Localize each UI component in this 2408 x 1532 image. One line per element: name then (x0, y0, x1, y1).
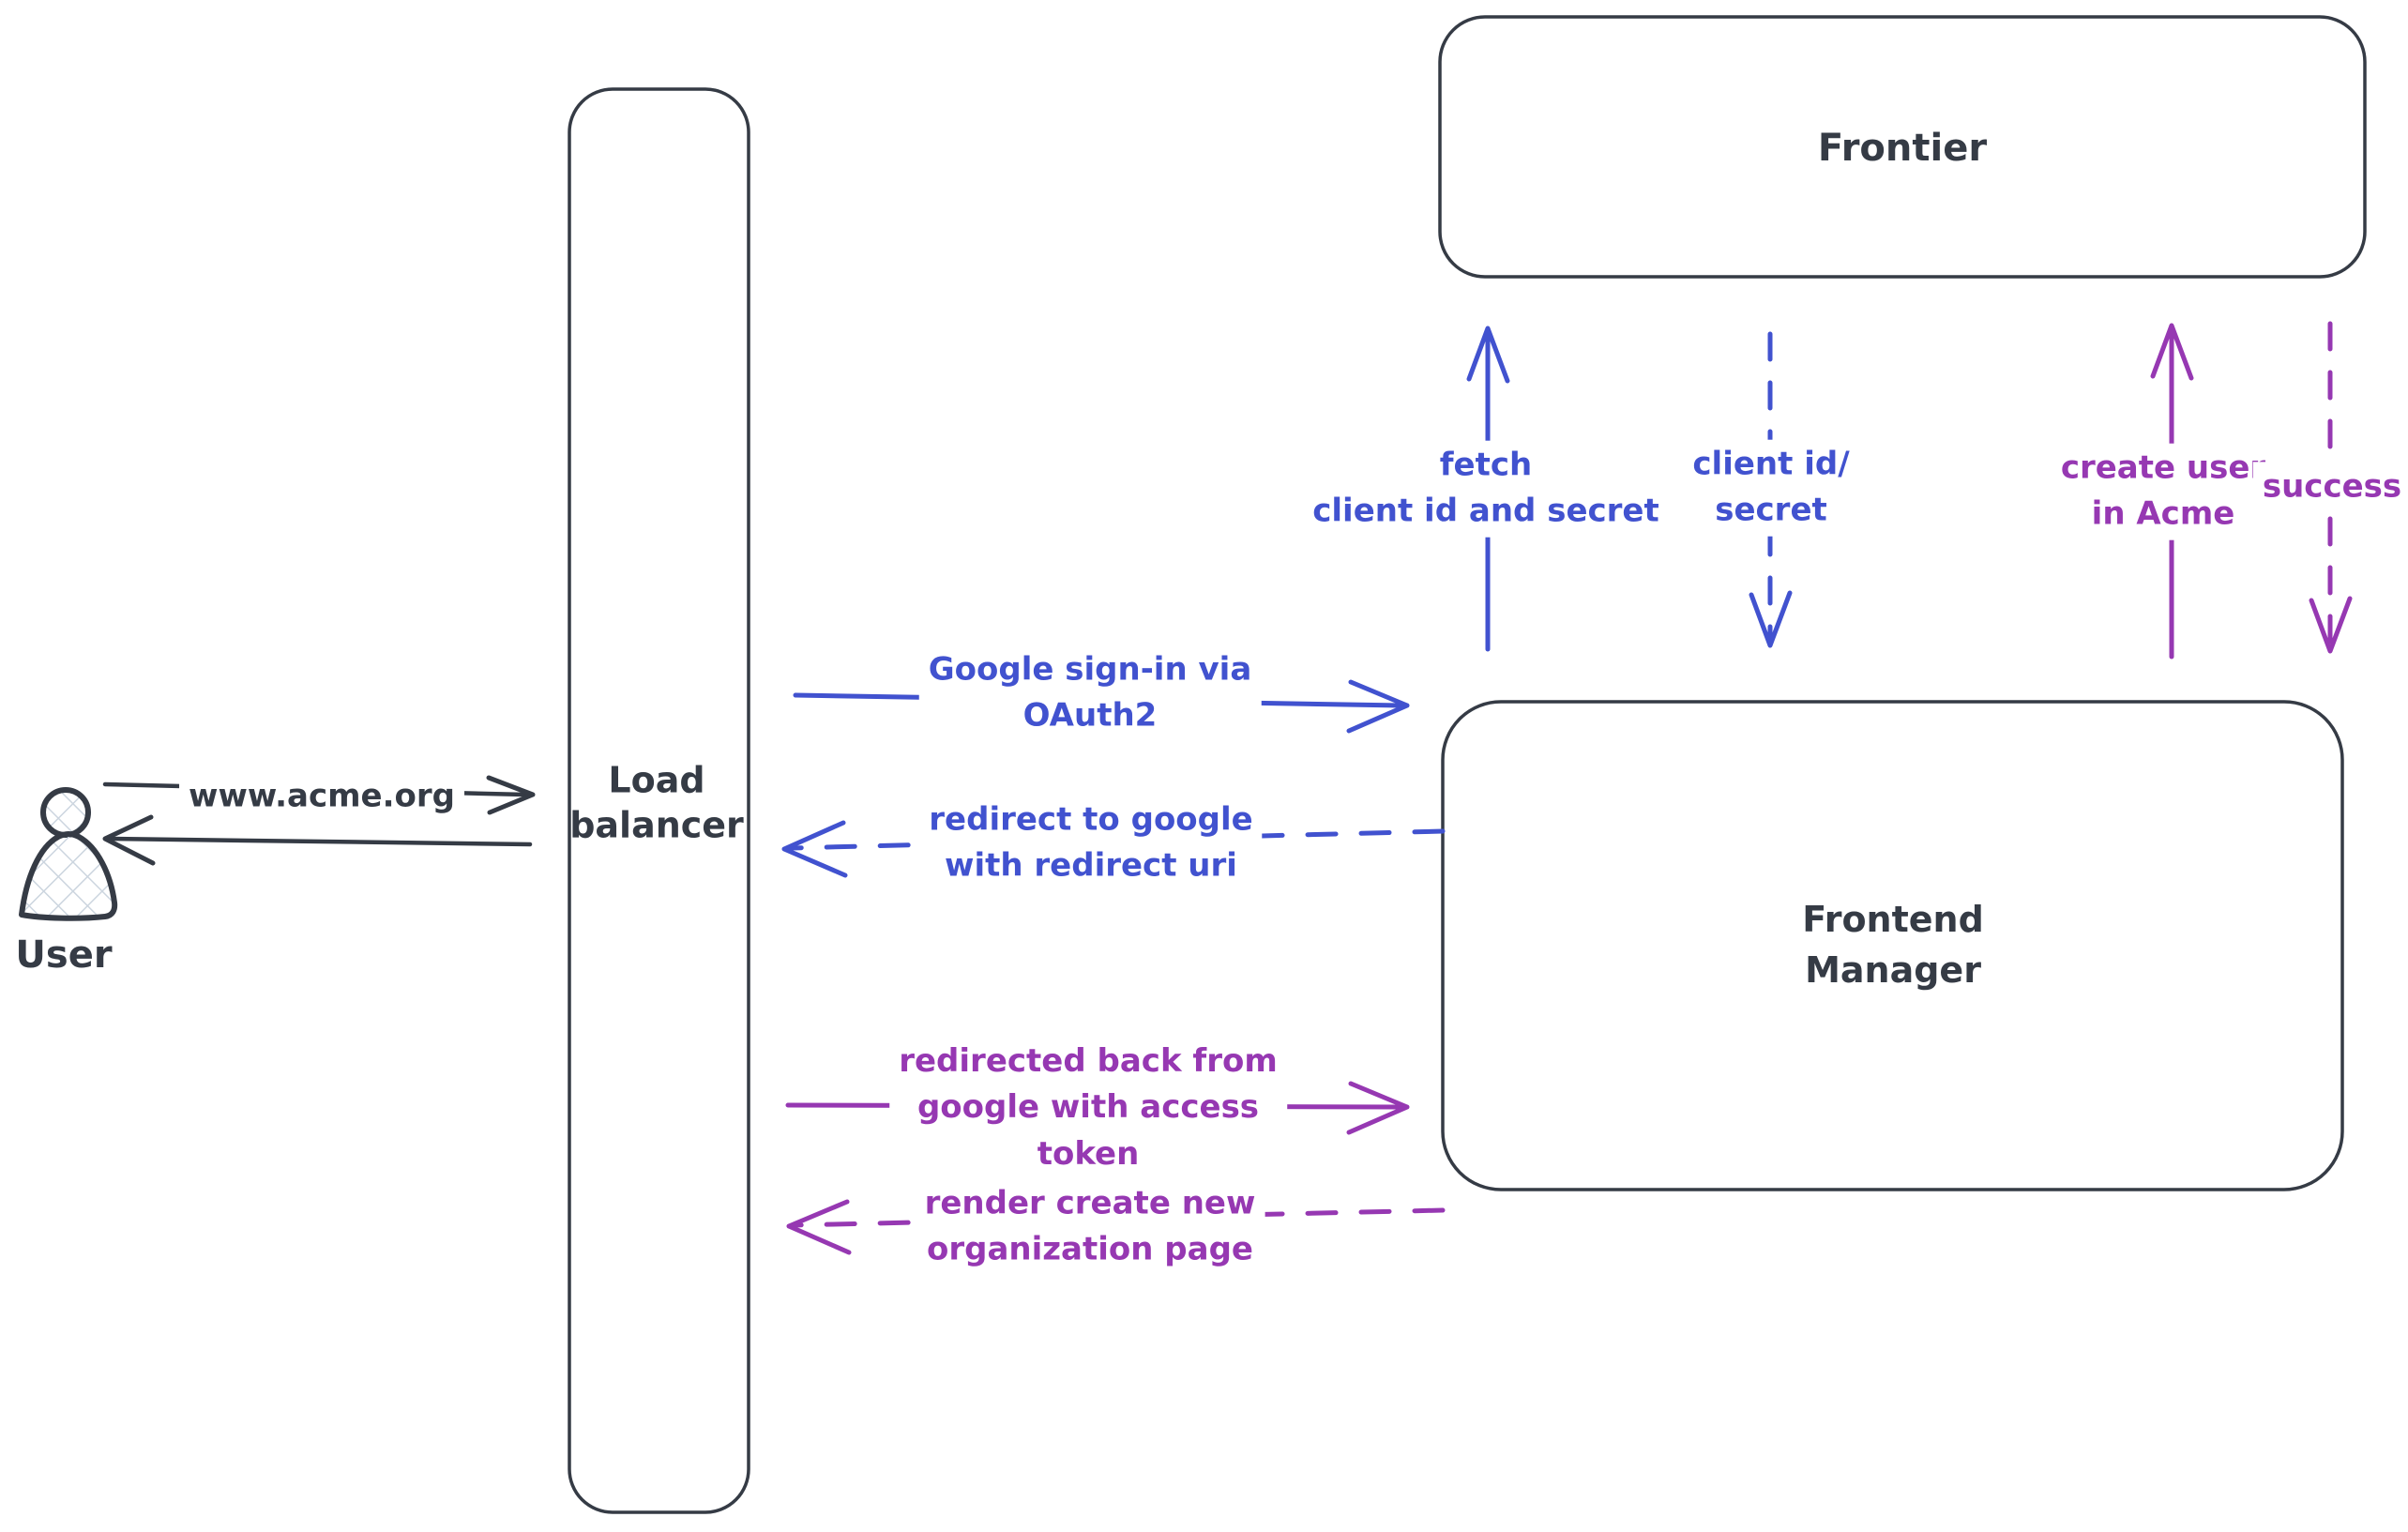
arrowhead-down-icon (2309, 596, 2353, 654)
frontend-manager-label-line1: Frontend (1802, 899, 1984, 941)
load-balancer-label-line2: balancer (569, 804, 744, 845)
frontend-manager-label-line2: Manager (1805, 949, 1981, 991)
edge-label-redirect-google-line1: redirect to google (929, 800, 1253, 839)
frontier-label: Frontier (1817, 127, 1988, 170)
edge-label-render-org-page: render create new organization page (915, 1178, 1265, 1276)
edge-label-redirected-back: redirected back from google with access … (889, 1037, 1287, 1179)
edge-label-create-user: create user in Acme (2051, 443, 2276, 540)
edge-label-google-signin-line2: OAuth2 (1022, 697, 1158, 735)
edge-label-google-signin-line1: Google sign-in via (928, 650, 1252, 689)
edge-label-acme-request: www.acme.org (179, 771, 464, 822)
edge-label-success: success (2252, 462, 2408, 512)
frontier-box (1438, 15, 2367, 279)
edge-label-redirected-back-line1: redirected back from (899, 1042, 1278, 1081)
load-balancer-label: Load balancer (560, 757, 753, 850)
edge-label-fetch-secret-line1: fetch (1439, 446, 1533, 484)
edge-label-render-org-page-line2: organization page (926, 1231, 1253, 1268)
edge-label-client-id-secret-line2: secret (1715, 492, 1827, 529)
load-balancer-box (568, 87, 750, 1514)
edge-label-redirect-google-line2: with redirect uri (945, 847, 1237, 885)
user-figure (19, 787, 118, 921)
load-balancer-label-line1: Load (608, 759, 705, 801)
frontend-manager-box (1441, 700, 2344, 1191)
arrowhead-right-icon (486, 775, 536, 815)
edge-label-render-org-page-line1: render create new (924, 1184, 1256, 1222)
arrowhead-right-icon (1346, 679, 1410, 734)
user-head (40, 787, 91, 838)
arrowhead-left-icon (781, 820, 848, 878)
user-body (19, 831, 118, 921)
arrowhead-right-icon (1346, 1081, 1410, 1135)
edge-label-redirect-google: redirect to google with redirect uri (919, 795, 1263, 892)
edge-label-create-user-line1: create user (2060, 448, 2266, 487)
arrowhead-down-icon (1749, 590, 1793, 648)
edge-label-create-user-line2: in Acme (2091, 495, 2235, 533)
frontend-manager-label: Frontend Manager (1793, 893, 1993, 998)
edge-label-client-id-secret: client id/ secret (1683, 439, 1859, 537)
arrowhead-up-icon (2150, 323, 2194, 381)
arrowhead-left-icon (102, 814, 156, 866)
user-label: User (15, 933, 113, 977)
arrowhead-up-icon (1466, 326, 1510, 384)
arrowhead-left-icon (786, 1199, 852, 1255)
edge-acme-response (102, 814, 533, 866)
edge-label-fetch-secret-line2: client id and secret (1312, 493, 1659, 530)
edge-label-client-id-secret-line1: client id/ (1692, 445, 1850, 483)
edge-label-google-signin: Google sign-in via OAuth2 (918, 645, 1262, 742)
edge-label-redirected-back-line2: google with access (916, 1088, 1260, 1127)
edge-label-redirected-back-line3: token (1037, 1134, 1140, 1173)
edge-label-fetch-secret: fetch client id and secret (1303, 440, 1669, 538)
